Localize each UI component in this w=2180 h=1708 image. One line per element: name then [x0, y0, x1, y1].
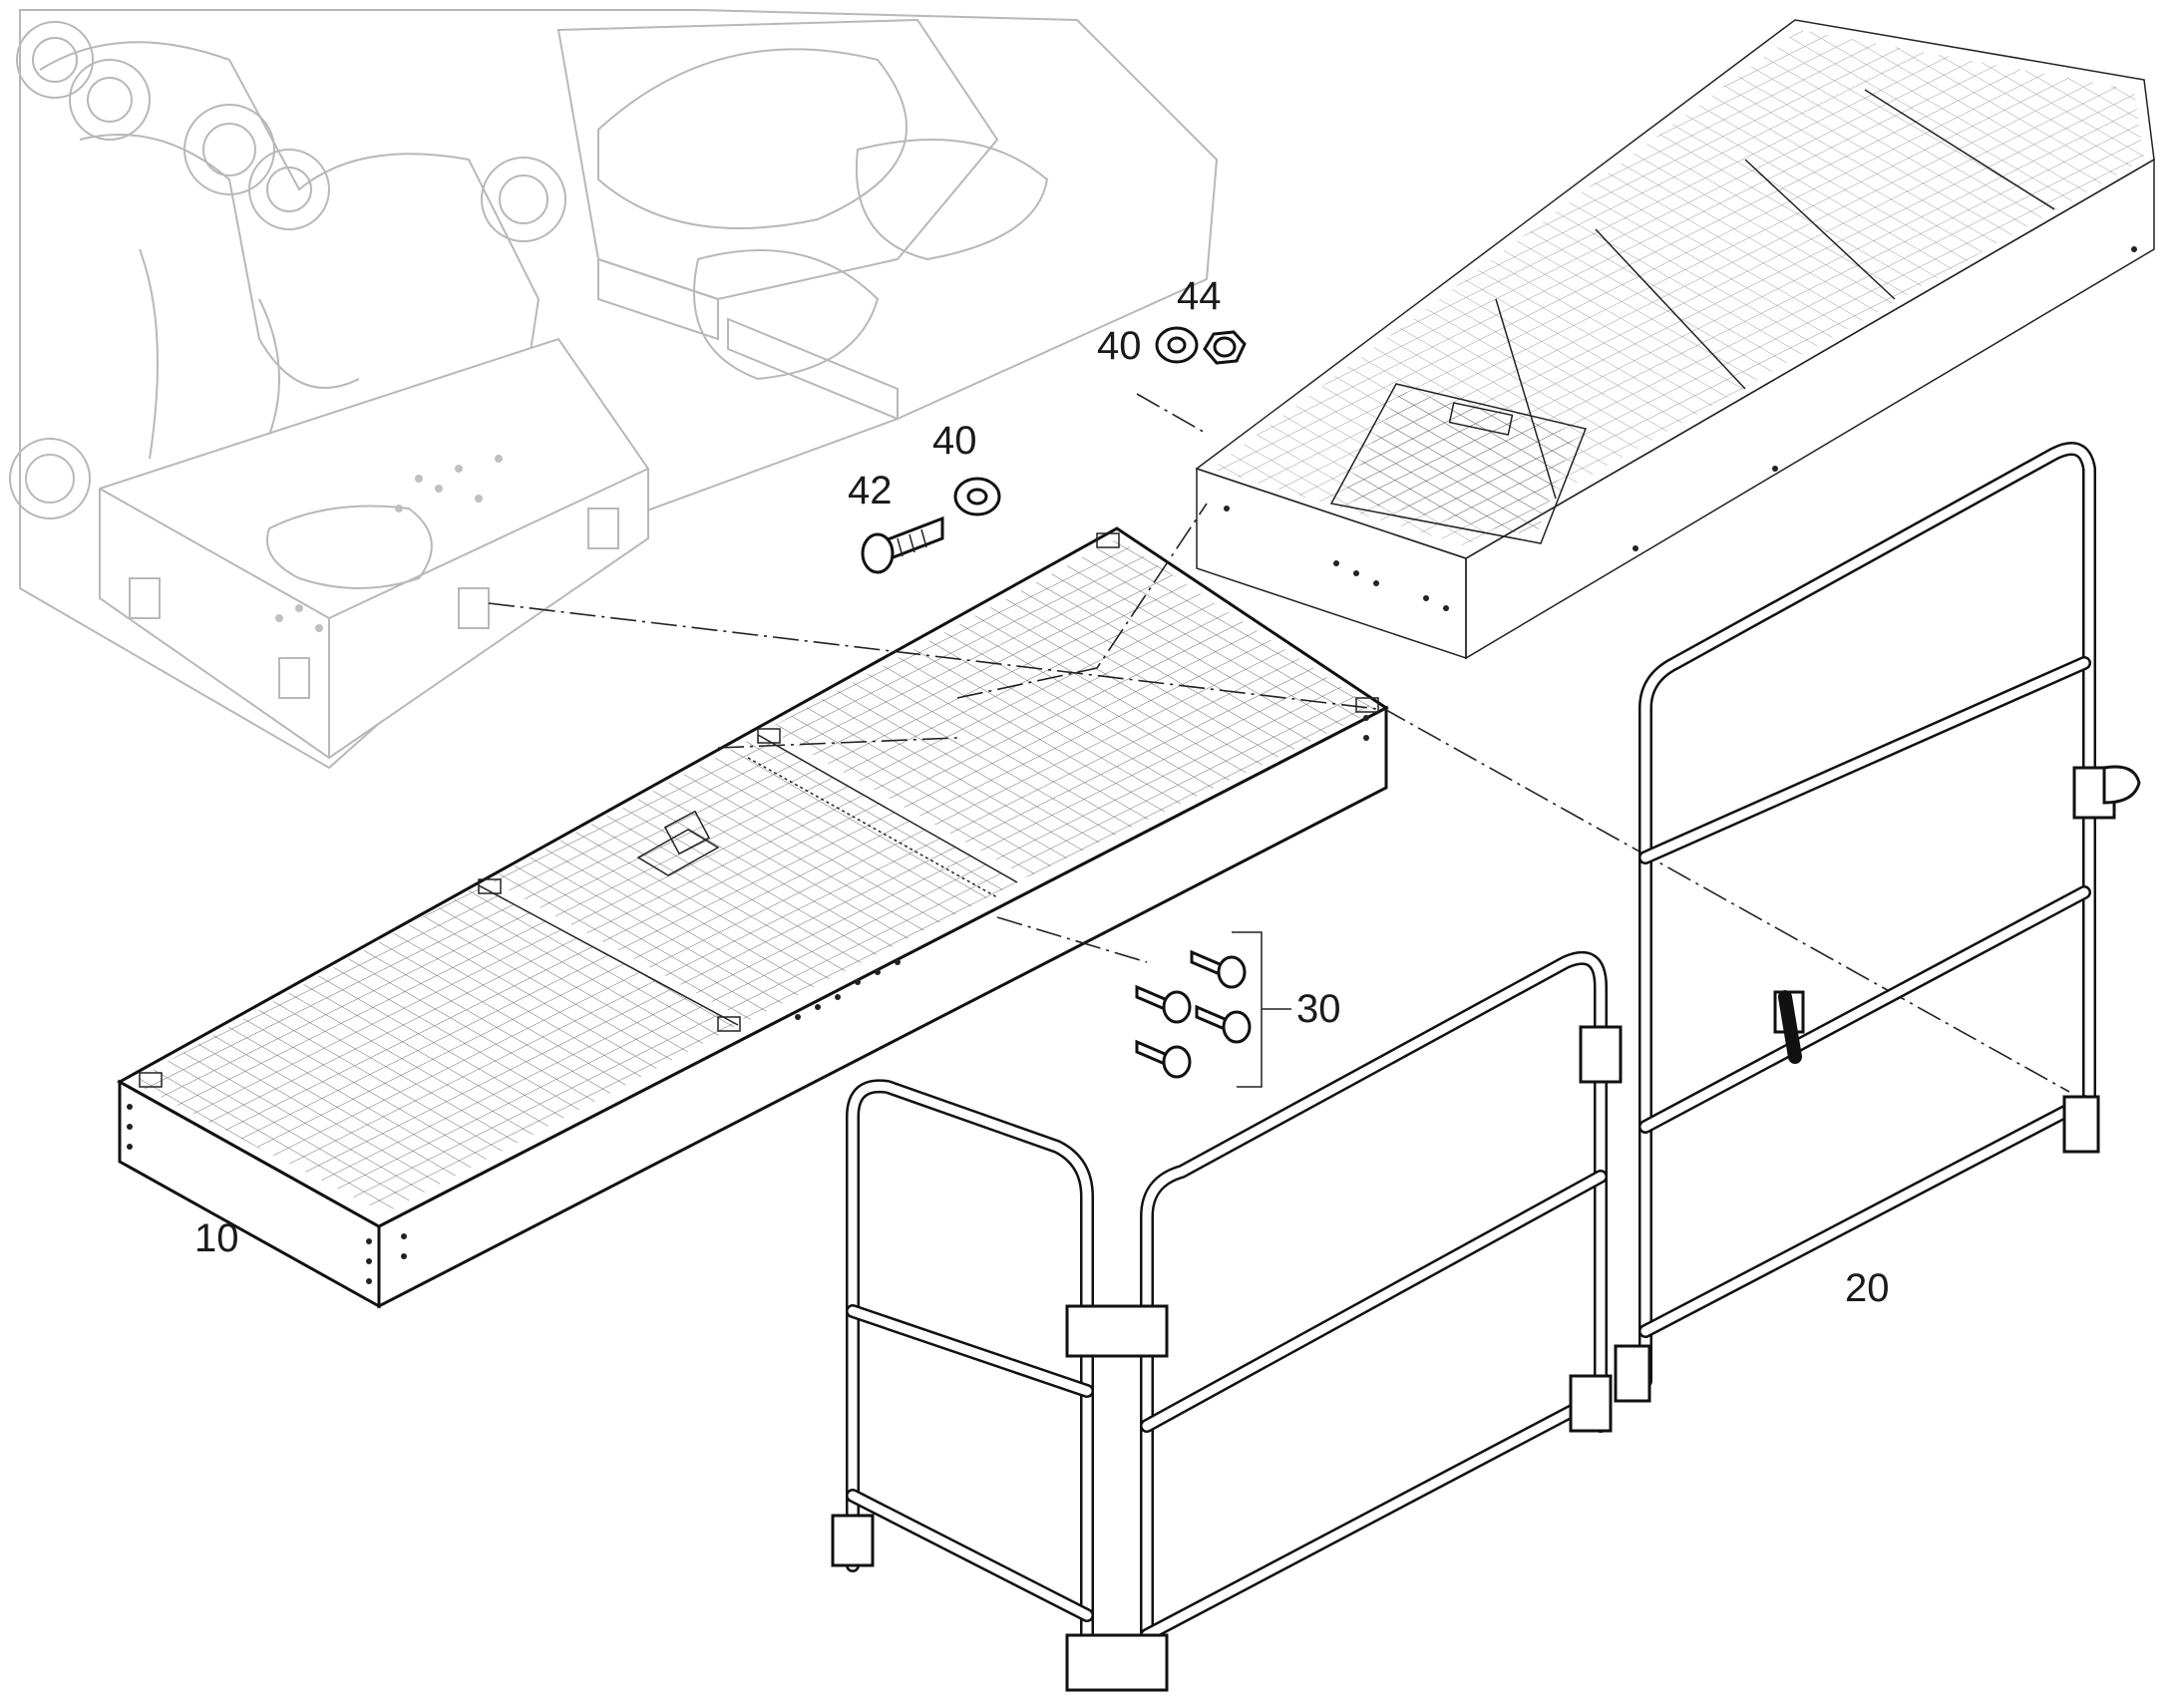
callout-30: 30 [1296, 987, 1341, 1031]
callout-40-lower: 40 [932, 419, 977, 463]
machine-frame-background [9, 9, 1219, 770]
screw-set-part-30 [1135, 931, 1291, 1088]
washer-upper-part-40 [1155, 326, 1199, 364]
bolt-part-42 [861, 515, 944, 574]
railing-left-section [831, 951, 1623, 1692]
callout-labels: 10 20 30 40 40 42 44 [194, 274, 1890, 1310]
callout-42: 42 [848, 469, 893, 512]
callout-10: 10 [194, 1216, 239, 1260]
callout-20: 20 [1845, 1266, 1890, 1310]
callout-40-upper: 40 [1097, 324, 1142, 368]
alignment-lines [488, 393, 2070, 1093]
nut-part-44 [1203, 330, 1247, 365]
platform-far-section [1195, 19, 2155, 660]
platform-part-10 [116, 526, 1389, 1309]
railing-part-20 [1614, 442, 2141, 1403]
callout-44: 44 [1177, 274, 1222, 318]
washer-lower-part-40 [953, 477, 1001, 516]
